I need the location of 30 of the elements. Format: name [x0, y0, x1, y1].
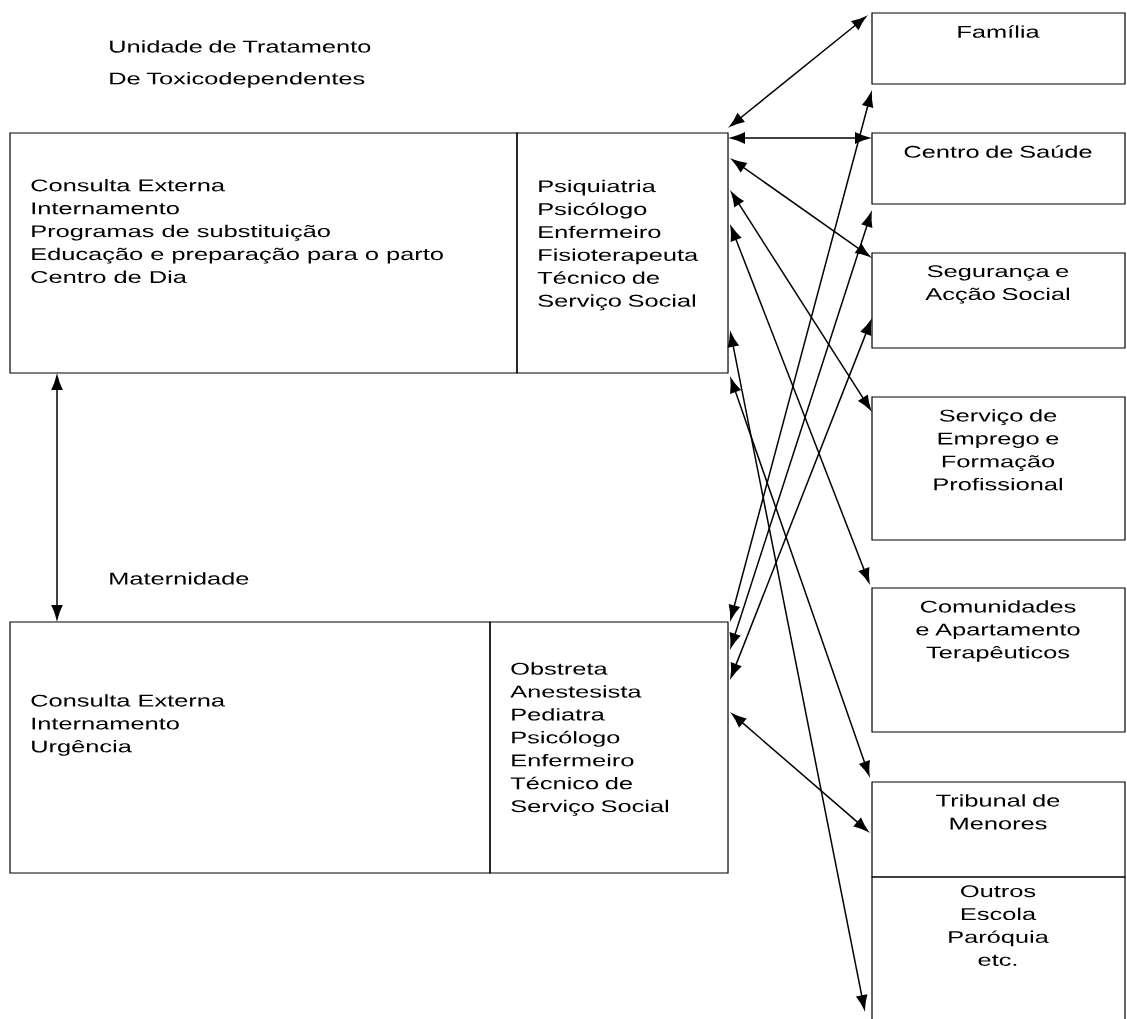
staff-list-box: Obstreta Anestesista Pediatra Psicólogo Enfermeiro Técnico de Serviço Social: [489, 621, 729, 874]
heading: Unidade de Tratamento De Toxicodependentes: [110, 40, 371, 88]
service-box: Comunidades e Apartamento Terapêuticos: [871, 587, 1126, 733]
node-label: Consulta Externa: [31, 178, 226, 192]
unit-box: Consulta Externa Internamento Urgência: [9, 621, 491, 874]
service-box: Centro de Saúde: [871, 132, 1126, 205]
node-label: Programas de substituição: [32, 224, 330, 241]
unit-box: Consulta Externa Internamento Programas de substituição Educação e preparação para o parto Centro de Dia: [9, 132, 518, 374]
double-arrow: [731, 713, 869, 832]
node-label: Educação e preparação para o parto: [32, 247, 443, 264]
heading: Maternidade: [110, 572, 249, 585]
service-box: Serviço de Emprego e Formação Profissional: [871, 396, 1126, 541]
double-arrow: [729, 16, 867, 127]
double-arrow: [731, 192, 871, 410]
double-arrow: [730, 132, 870, 144]
double-arrow: [731, 159, 871, 257]
double-arrow: [729, 212, 873, 648]
service-box: Segurança e Acção Social: [871, 252, 1126, 349]
double-arrow: [728, 92, 874, 620]
double-arrow: [730, 226, 870, 583]
service-box: Família: [871, 12, 1126, 85]
double-arrow: [727, 332, 868, 1010]
service-box: Tribunal de Menores: [871, 781, 1126, 878]
node-label: Internamento: [32, 202, 179, 215]
double-arrow: [730, 378, 870, 776]
service-box: Outros Escola Paróquia etc.: [871, 876, 1126, 1019]
double-arrow: [730, 320, 872, 678]
node-label: Centro de Dia: [31, 270, 187, 284]
staff-list-box: Psiquiatria Psicólogo Enfermeiro Fisioterapeuta Técnico de Serviço Social: [516, 132, 729, 374]
double-arrow: [51, 375, 63, 620]
